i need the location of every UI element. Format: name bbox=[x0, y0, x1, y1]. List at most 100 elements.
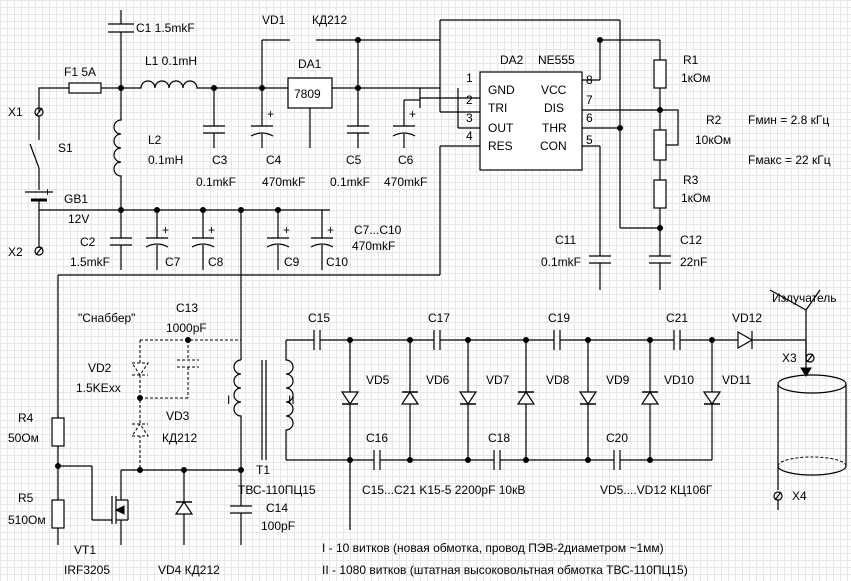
label-x3: X3 bbox=[782, 351, 797, 365]
pin-vcc: VCC bbox=[541, 83, 567, 97]
note-winding-1: I - 10 витков (новая обмотка, провод ПЭВ… bbox=[322, 541, 664, 555]
potentiometer-r2 bbox=[653, 129, 667, 161]
label-da1: DA1 bbox=[298, 57, 322, 71]
plus-c9: + bbox=[283, 223, 290, 237]
fuse-f1 bbox=[68, 82, 102, 94]
label-vt1-val: IRF3205 bbox=[64, 563, 110, 577]
driver-section bbox=[51, 337, 294, 545]
label-c14: C14 bbox=[266, 501, 288, 515]
label-c14-val: 100pF bbox=[261, 519, 295, 533]
pin-dis: DIS bbox=[544, 101, 564, 115]
multiplier-section bbox=[286, 330, 807, 530]
regulator-da1 bbox=[287, 77, 333, 109]
label-c5: C5 bbox=[346, 153, 362, 167]
plus-c6: + bbox=[409, 107, 416, 121]
label-vd1-type: КД212 bbox=[312, 13, 347, 27]
label-ne555: NE555 bbox=[538, 53, 575, 67]
pin-out: OUT bbox=[488, 121, 514, 135]
label-c21: C21 bbox=[666, 311, 688, 325]
label-c12: C12 bbox=[680, 233, 702, 247]
label-c4-val: 470mkF bbox=[262, 175, 305, 189]
input-wiring bbox=[25, 82, 121, 256]
pin-1: 1 bbox=[466, 71, 473, 85]
label-c1: C1 1.5mkF bbox=[136, 21, 195, 35]
label-vd11: VD11 bbox=[722, 373, 751, 387]
label-f1: F1 5A bbox=[64, 65, 96, 79]
resistor-r5 bbox=[51, 499, 65, 529]
label-x2: X2 bbox=[8, 245, 23, 259]
label-r1-val: 1кОм bbox=[681, 71, 711, 85]
label-r1: R1 bbox=[683, 53, 699, 67]
secondary-winding bbox=[285, 340, 294, 460]
label-c6: C6 bbox=[398, 153, 414, 167]
label-vd4: VD4 КД212 bbox=[158, 563, 220, 577]
label-da2: DA2 bbox=[500, 53, 524, 67]
labels: C1 1.5mkF VD1 КД212 DA2 NE555 F1 5A L1 0… bbox=[8, 13, 837, 577]
resistor-r1 bbox=[653, 59, 667, 89]
label-emitter: Излучатель bbox=[772, 291, 837, 305]
label-s1: S1 bbox=[58, 141, 73, 155]
label-c10: C10 bbox=[326, 255, 348, 269]
label-gb1: GB1 bbox=[64, 192, 88, 206]
pin-8: 8 bbox=[586, 73, 593, 87]
label-c12-val: 22nF bbox=[680, 255, 707, 269]
label-r2: R2 bbox=[706, 113, 722, 127]
note-caps: C15...C21 K15-5 2200pF 10кВ bbox=[362, 483, 525, 497]
label-gb1-val: 12V bbox=[68, 212, 89, 226]
label-c9: C9 bbox=[284, 255, 300, 269]
ic-ne555 bbox=[479, 71, 583, 171]
pin-con: CON bbox=[540, 139, 567, 153]
label-r3-val: 1кОм bbox=[681, 191, 711, 205]
label-vd3: VD3 bbox=[166, 409, 190, 423]
label-c2-val: 1.5mkF bbox=[70, 255, 110, 269]
label-c15: C15 bbox=[308, 311, 330, 325]
power-rail bbox=[39, 207, 334, 360]
label-vd1: VD1 bbox=[262, 13, 286, 27]
label-l2: L2 bbox=[148, 133, 162, 147]
label-vd9: VD9 bbox=[606, 373, 630, 387]
label-fmax: Fмакс = 22 кГц bbox=[748, 153, 831, 167]
label-l1: L1 0.1mH bbox=[145, 54, 197, 68]
plus-c8: + bbox=[208, 223, 215, 237]
label-snubber: "Снаббер" bbox=[78, 311, 135, 325]
label-vd2: VD2 bbox=[88, 361, 112, 375]
label-vd7: VD7 bbox=[486, 373, 510, 387]
label-x4: X4 bbox=[792, 489, 807, 503]
plus-c7: + bbox=[162, 223, 169, 237]
label-c20: C20 bbox=[606, 431, 628, 445]
pin-res: RES bbox=[488, 139, 513, 153]
pin-7: 7 bbox=[586, 93, 593, 107]
resistor-r3 bbox=[653, 179, 667, 209]
label-c7: C7 bbox=[165, 255, 181, 269]
label-c17: C17 bbox=[428, 311, 450, 325]
label-c13: C13 bbox=[176, 301, 198, 315]
label-vd12: VD12 bbox=[732, 311, 762, 325]
label-c5-val: 0.1mkF bbox=[330, 175, 370, 189]
label-c4: C4 bbox=[266, 153, 282, 167]
resistor-r4 bbox=[51, 417, 65, 447]
note-winding-2: II - 1080 витков (штатная высоковольтная… bbox=[322, 563, 688, 577]
label-r5: R5 bbox=[18, 491, 34, 505]
pin-2: 2 bbox=[466, 93, 473, 107]
inductor-l2 bbox=[113, 88, 122, 210]
filter-wiring bbox=[108, 10, 440, 210]
pin-gnd: GND bbox=[488, 83, 515, 97]
inductor-l1 bbox=[121, 80, 262, 89]
label-r4-val: 50Ом bbox=[8, 431, 39, 445]
pin-6: 6 bbox=[586, 111, 593, 125]
switch-s1 bbox=[29, 143, 40, 169]
label-vd10: VD10 bbox=[664, 373, 694, 387]
label-r4: R4 bbox=[18, 411, 34, 425]
pin-3: 3 bbox=[466, 111, 473, 125]
pin-5: 5 bbox=[586, 133, 593, 147]
label-c2: C2 bbox=[80, 235, 96, 249]
label-l2-val: 0.1mH bbox=[148, 153, 183, 167]
label-winding-1: I bbox=[227, 393, 230, 407]
label-vd6: VD6 bbox=[426, 373, 450, 387]
emitter bbox=[769, 289, 847, 510]
label-c11: C11 bbox=[555, 233, 576, 247]
label-t1-val: ТВС-110ПЦ15 bbox=[238, 483, 316, 497]
label-vd2-val: 1.5KExx bbox=[76, 381, 121, 395]
